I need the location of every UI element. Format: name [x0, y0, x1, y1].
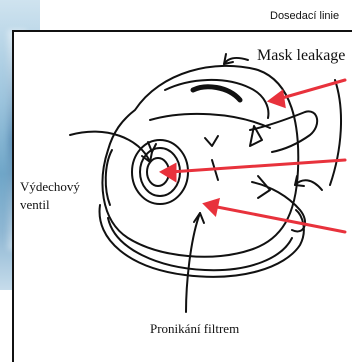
- red-arrow-filter: [212, 206, 345, 232]
- mask-inner-line: [150, 114, 270, 128]
- arrow-leakage-right: [330, 80, 341, 185]
- filter-penetration-label: Pronikání filtrem: [150, 321, 239, 337]
- exhalation-valve-label-line2: ventil: [20, 196, 80, 214]
- nose-clip: [193, 87, 240, 100]
- red-arrow-leakage: [275, 80, 345, 100]
- arrow-filter-black: [186, 213, 200, 312]
- seam-mark: [205, 136, 218, 146]
- mask-outline: [103, 66, 299, 257]
- red-arrow-valve: [170, 160, 345, 172]
- strap-bottom-clip: [258, 176, 270, 198]
- seal-line-label: Dosedací linie: [270, 10, 339, 22]
- strap-top: [250, 111, 317, 152]
- side-flap: [106, 150, 112, 205]
- exhalation-valve-label-line1: Výdechový: [20, 178, 80, 196]
- exhalation-valve-label: Výdechový ventil: [20, 178, 80, 214]
- mask-leakage-label: Mask leakage: [257, 47, 345, 65]
